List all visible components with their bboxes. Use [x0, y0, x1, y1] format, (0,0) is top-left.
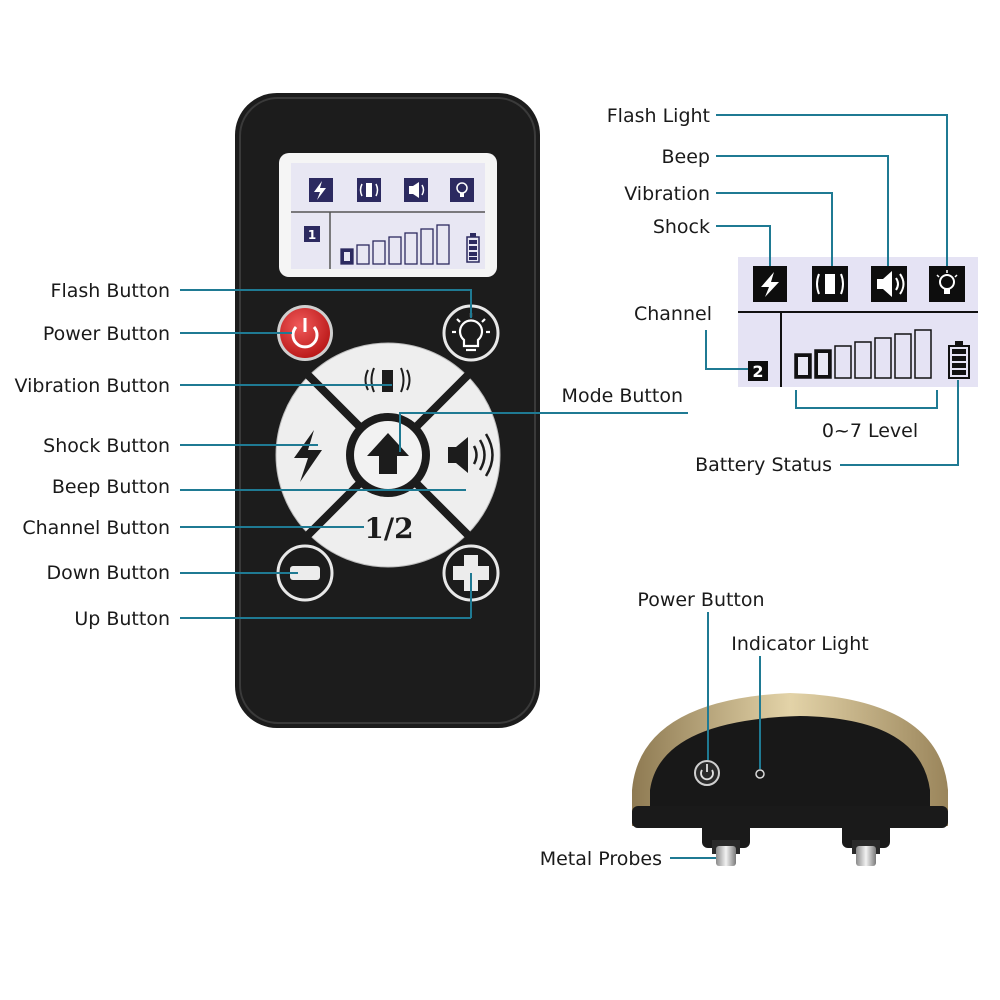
speaker-icon [448, 433, 494, 477]
power-icon [700, 769, 714, 781]
label-level: 0~7 Level [822, 420, 918, 442]
label-vibration: Vibration [624, 183, 710, 205]
label-up-button: Up Button [74, 608, 170, 630]
remote-leader-lines [180, 289, 688, 619]
remote-mode-button[interactable] [354, 421, 422, 489]
battery-icon [948, 341, 970, 379]
lightning-icon [294, 430, 322, 482]
display-level-bar-7 [914, 329, 932, 379]
minus-icon [290, 566, 320, 580]
receiver-leader-lines [670, 612, 761, 859]
screen-channel-number: 1 [308, 228, 316, 242]
lightning-icon [753, 266, 787, 302]
speaker-icon [404, 178, 428, 202]
label-receiver-power-button: Power Button [637, 589, 764, 611]
vibration-icon [364, 367, 411, 393]
remote-lcd-screen: 1 [279, 153, 497, 277]
remote-vibration-button[interactable] [350, 360, 426, 404]
label-power-button: Power Button [43, 323, 170, 345]
screen-level-bar-fill-1 [344, 252, 350, 261]
display-level-bar-3 [834, 345, 852, 379]
screen-battery-icon [466, 233, 480, 263]
receiver-power-button[interactable] [694, 760, 720, 786]
label-shock-button: Shock Button [43, 435, 170, 457]
screen-level-bar-5 [404, 232, 418, 265]
remote-beep-button[interactable] [440, 420, 500, 490]
screen-level-bar-2 [356, 244, 370, 265]
collar-receiver [632, 693, 948, 866]
display-detail: 2 [738, 257, 978, 387]
screen-level-bar-6 [420, 228, 434, 265]
label-mode-button: Mode Button [562, 385, 683, 407]
vibration-icon [812, 266, 848, 302]
screen-level-bar-7 [436, 224, 450, 265]
display-level-bar-4 [854, 341, 872, 379]
display-leader-lines [705, 114, 959, 466]
display-level-bar-fill-1 [798, 357, 808, 375]
remote-labels: Flash Button Power Button Vibration Butt… [15, 280, 683, 630]
light-bulb-icon [450, 178, 474, 202]
arrow-up-icon [367, 433, 409, 474]
receiver-labels: Power Button Indicator Light Metal Probe… [540, 589, 869, 870]
power-icon [291, 326, 319, 349]
lightning-icon [309, 178, 333, 202]
display-level-bar-fill-2 [818, 353, 828, 375]
display-channel-number: 2 [752, 362, 763, 381]
label-beep-button: Beep Button [52, 476, 170, 498]
label-battery-status: Battery Status [695, 454, 832, 476]
display-level-bars [794, 329, 932, 379]
speaker-icon [871, 266, 907, 302]
display-level-bar-5 [874, 337, 892, 379]
remote-shock-button[interactable] [284, 420, 332, 490]
label-flash-light: Flash Light [607, 105, 710, 127]
light-bulb-icon [929, 266, 965, 302]
screen-channel-indicator: 1 [304, 226, 320, 242]
display-level-bar-6 [894, 333, 912, 379]
label-metal-probes: Metal Probes [540, 848, 662, 870]
screen-level-bars [340, 224, 450, 265]
label-channel-button: Channel Button [22, 517, 170, 539]
label-indicator-light: Indicator Light [731, 633, 868, 655]
label-channel: Channel [634, 303, 712, 325]
remote-power-button[interactable] [277, 305, 333, 361]
display-labels: Flash Light Beep Vibration Shock Channel… [607, 105, 918, 476]
display-channel-indicator: 2 [748, 361, 768, 381]
channel-button-label: 1/2 [364, 512, 413, 545]
label-beep: Beep [662, 146, 710, 168]
indicator-light [755, 769, 765, 779]
label-flash-button: Flash Button [51, 280, 170, 302]
vibration-icon [357, 178, 381, 202]
screen-level-bar-3 [372, 240, 386, 265]
label-shock: Shock [653, 216, 710, 238]
remote-transmitter: 1 [235, 93, 540, 728]
label-down-button: Down Button [46, 562, 170, 584]
remote-channel-button[interactable]: 1/2 [364, 512, 413, 545]
label-vibration-button: Vibration Button [15, 375, 170, 397]
screen-level-bar-4 [388, 236, 402, 265]
